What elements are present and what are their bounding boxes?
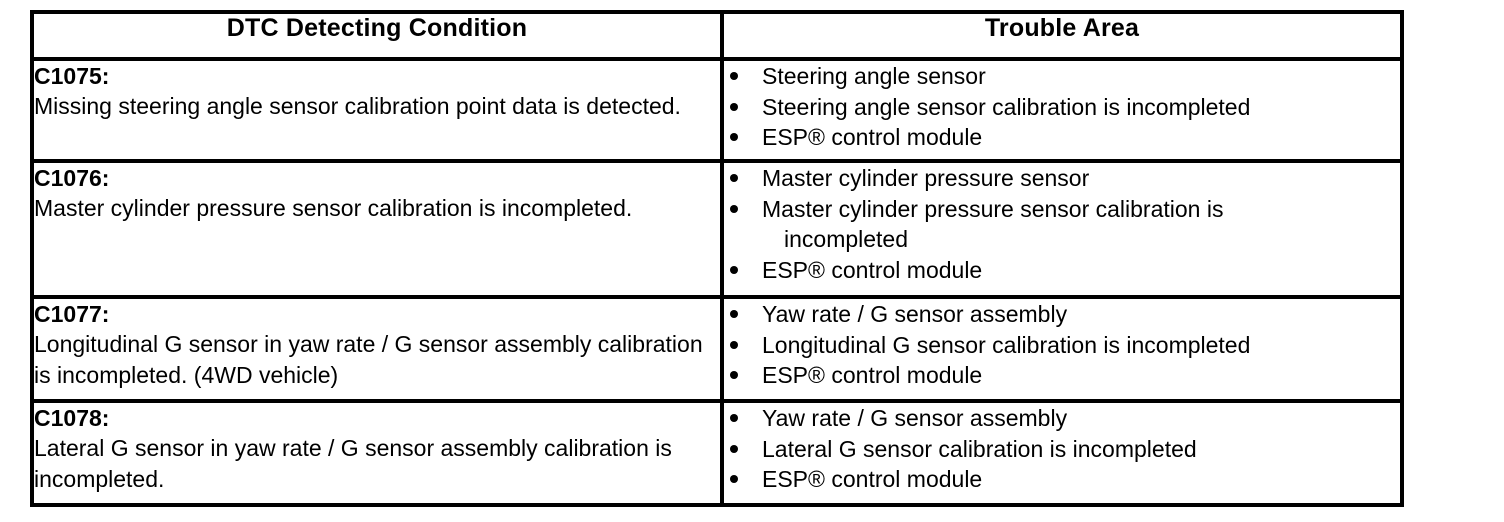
list-item: Steering angle sensor [724,61,1400,92]
list-item: Steering angle sensor calibration is inc… [724,92,1400,123]
cell-trouble-area: Master cylinder pressure sensor Master c… [720,159,1404,299]
cell-trouble-area: Yaw rate / G sensor assembly Longitudina… [720,295,1404,403]
list-item-label: ESP® control module [762,466,983,492]
list-item-label-continuation: incompleted [784,226,909,252]
bullet-icon [730,414,738,422]
table-header-row: DTC Detecting Condition Trouble Area [30,10,1404,61]
dtc-code: C1077: [34,301,110,327]
list-item-label: Yaw rate / G sensor assembly [762,405,1068,431]
list-item-label: Master cylinder pressure sensor calibrat… [762,195,1224,222]
dtc-code: C1076: [34,165,110,191]
table-row: C1075: Missing steering angle sensor cal… [30,57,1404,163]
dtc-description: Missing steering angle sensor calibratio… [34,93,681,119]
bullet-icon [730,72,738,80]
list-item: Yaw rate / G sensor assembly [724,299,1400,330]
column-header-trouble-area: Trouble Area [720,10,1404,61]
table-header: DTC Detecting Condition Trouble Area [30,10,1404,61]
bullet-icon [730,340,738,349]
bullet-icon [730,310,738,318]
bullet-icon [730,475,738,483]
trouble-area-list: Steering angle sensor Steering angle sen… [724,61,1400,153]
list-item: Master cylinder pressure sensor calibrat… [724,194,1400,255]
list-item: ESP® control module [724,464,1400,495]
bullet-icon [730,204,738,213]
trouble-area-list: Yaw rate / G sensor assembly Lateral G s… [724,403,1400,495]
list-item-label: ESP® control module [762,256,983,283]
cell-trouble-area: Yaw rate / G sensor assembly Lateral G s… [720,399,1404,507]
dtc-description: Lateral G sensor in yaw rate / G sensor … [34,435,672,492]
cell-dtc-condition: C1076: Master cylinder pressure sensor c… [30,159,724,299]
bullet-icon [730,371,738,379]
cell-dtc-condition: C1077: Longitudinal G sensor in yaw rate… [30,295,724,403]
cell-dtc-condition: C1078: Lateral G sensor in yaw rate / G … [30,399,724,507]
list-item: ESP® control module [724,255,1400,286]
list-item: ESP® control module [724,122,1400,153]
dtc-description: Longitudinal G sensor in yaw rate / G se… [34,331,703,388]
list-item: Lateral G sensor calibration is incomple… [724,434,1400,465]
dtc-description: Master cylinder pressure sensor calibrat… [34,195,633,221]
bullet-icon [730,102,738,111]
bullet-icon [730,265,738,274]
table-row: C1078: Lateral G sensor in yaw rate / G … [30,399,1404,507]
trouble-area-list: Master cylinder pressure sensor Master c… [724,163,1400,285]
bullet-icon [730,444,738,453]
list-item-label: Master cylinder pressure sensor [762,165,1090,191]
list-item-label: Longitudinal G sensor calibration is inc… [762,331,1251,358]
trouble-area-list: Yaw rate / G sensor assembly Longitudina… [724,299,1400,391]
cell-dtc-condition: C1075: Missing steering angle sensor cal… [30,57,724,163]
bullet-icon [730,174,738,182]
dtc-code: C1078: [34,405,110,431]
list-item-label: ESP® control module [762,124,983,150]
list-item: Longitudinal G sensor calibration is inc… [724,330,1400,361]
dtc-trouble-area-table: DTC Detecting Condition Trouble Area C10… [30,10,1404,507]
list-item: Yaw rate / G sensor assembly [724,403,1400,434]
cell-trouble-area: Steering angle sensor Steering angle sen… [720,57,1404,163]
dtc-code: C1075: [34,63,110,89]
column-header-dtc-detecting-condition: DTC Detecting Condition [30,10,724,61]
table-body: C1075: Missing steering angle sensor cal… [30,57,1404,507]
bullet-icon [730,133,738,141]
list-item-label: ESP® control module [762,362,983,388]
list-item: Master cylinder pressure sensor [724,163,1400,194]
list-item-label: Lateral G sensor calibration is incomple… [762,435,1197,462]
list-item-label: Steering angle sensor [762,63,986,89]
table-row: C1076: Master cylinder pressure sensor c… [30,159,1404,299]
list-item-label: Steering angle sensor calibration is inc… [762,93,1251,120]
list-item: ESP® control module [724,360,1400,391]
list-item-label: Yaw rate / G sensor assembly [762,301,1068,327]
table-row: C1077: Longitudinal G sensor in yaw rate… [30,295,1404,403]
